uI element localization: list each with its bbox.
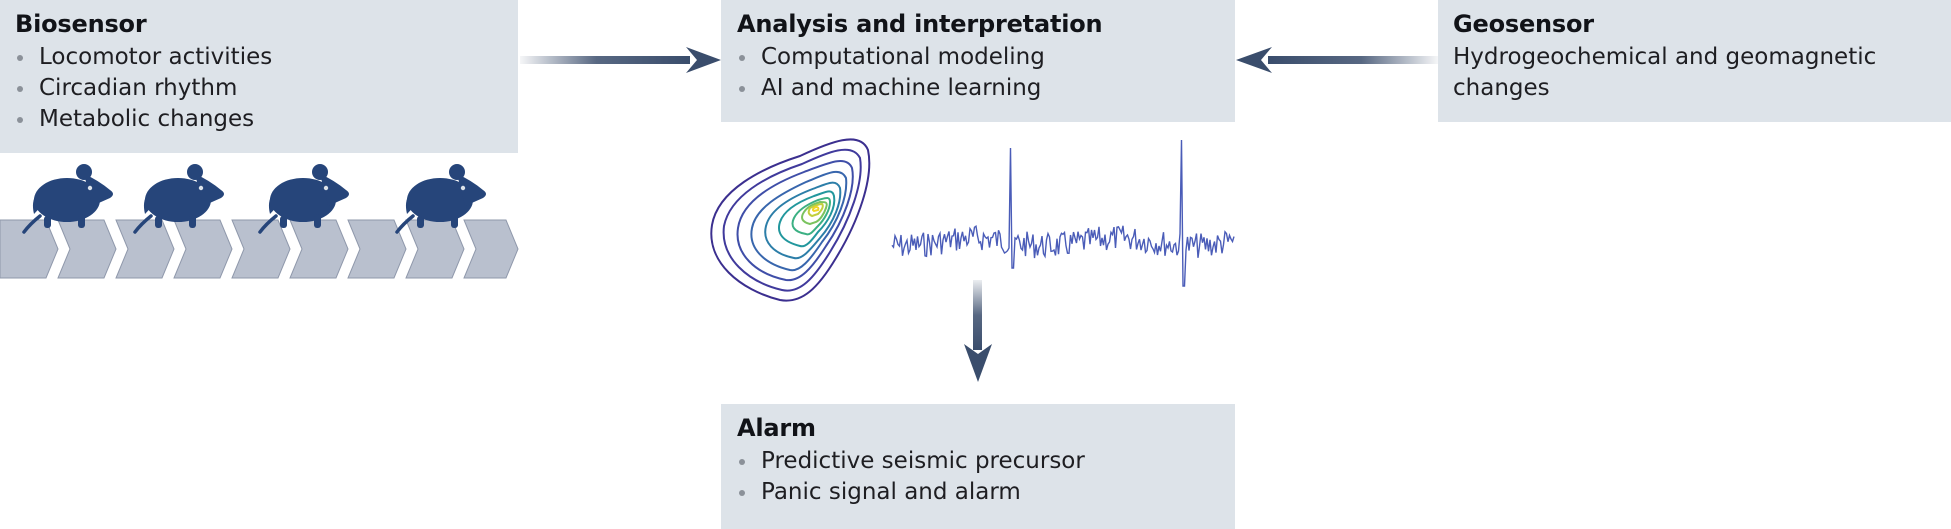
analysis-title: Analysis and interpretation bbox=[737, 10, 1103, 38]
list-item: Locomotor activities bbox=[15, 42, 518, 73]
contour-plot-icon bbox=[710, 138, 871, 302]
arrow-analysis-to-alarm bbox=[964, 280, 992, 382]
alarm-box: Alarm Predictive seismic precursor Panic… bbox=[721, 404, 1235, 529]
list-item: AI and machine learning bbox=[737, 73, 1235, 104]
list-item: Metabolic changes bbox=[15, 104, 518, 135]
analysis-box: Analysis and interpretation Computationa… bbox=[721, 0, 1235, 122]
arrow-geosensor-to-analysis bbox=[1236, 47, 1438, 73]
analysis-list: Computational modeling AI and machine le… bbox=[737, 42, 1235, 104]
alarm-list: Predictive seismic precursor Panic signa… bbox=[737, 446, 1235, 508]
chevron-track bbox=[0, 219, 519, 279]
geosensor-title: Geosensor bbox=[1453, 10, 1594, 38]
list-item: Panic signal and alarm bbox=[737, 477, 1235, 508]
signal-trace bbox=[891, 139, 1235, 287]
geosensor-text: Hydrogeochemical and geomagnetic changes bbox=[1453, 44, 1877, 101]
biosensor-box: Biosensor Locomotor activities Circadian… bbox=[0, 0, 518, 153]
biosensor-list: Locomotor activities Circadian rhythm Me… bbox=[15, 42, 518, 135]
geosensor-box: Geosensor Hydrogeochemical and geomagnet… bbox=[1438, 0, 1951, 122]
biosensor-title: Biosensor bbox=[15, 10, 147, 38]
arrow-biosensor-to-analysis bbox=[520, 47, 721, 73]
list-item: Predictive seismic precursor bbox=[737, 446, 1235, 477]
list-item: Computational modeling bbox=[737, 42, 1235, 73]
alarm-title: Alarm bbox=[737, 414, 816, 442]
list-item: Circadian rhythm bbox=[15, 73, 518, 104]
